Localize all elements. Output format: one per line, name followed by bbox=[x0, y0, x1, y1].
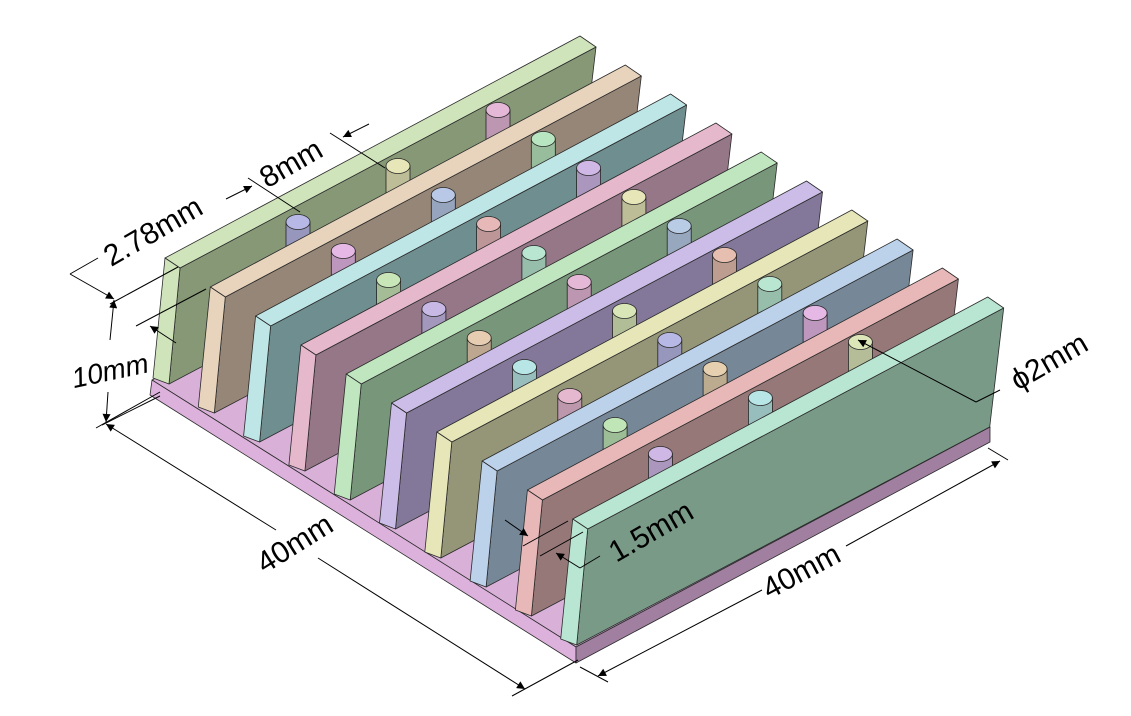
dimension-10mm: 10mm bbox=[69, 299, 161, 426]
pin-top bbox=[521, 245, 547, 261]
pin-top bbox=[421, 301, 447, 317]
pin-top bbox=[485, 102, 511, 118]
pin-top bbox=[612, 303, 637, 319]
pin-top bbox=[666, 218, 692, 234]
pin-top bbox=[602, 417, 628, 433]
fin-end-face bbox=[243, 315, 272, 443]
fin-end-face bbox=[515, 489, 543, 617]
pin-top bbox=[657, 332, 683, 348]
pin-top bbox=[648, 446, 673, 462]
fin-end-face bbox=[288, 344, 317, 472]
pin-top bbox=[621, 189, 647, 205]
pin-top bbox=[802, 305, 828, 321]
pin-top bbox=[466, 330, 492, 346]
heatsink-model bbox=[149, 35, 1005, 664]
pin-top bbox=[430, 187, 456, 203]
fin-end-face bbox=[333, 373, 362, 501]
pin-top bbox=[285, 214, 311, 230]
fin-end-face bbox=[560, 518, 589, 646]
fin-end-face bbox=[379, 402, 407, 530]
pin-top bbox=[576, 160, 601, 176]
dimension-label-fin-height: 10mm bbox=[69, 347, 152, 393]
pin-top bbox=[530, 131, 556, 147]
dimension-label-pin-diameter: ϕ2mm bbox=[1005, 327, 1094, 397]
fin-end-face bbox=[197, 286, 226, 414]
pin-top bbox=[557, 388, 583, 404]
pin-top bbox=[712, 247, 737, 263]
pin-top bbox=[702, 361, 728, 377]
pin-top bbox=[385, 158, 411, 174]
dimension-label-base-length-left: 40mm bbox=[251, 508, 339, 580]
fin-end-face bbox=[424, 431, 453, 559]
pin-top bbox=[757, 276, 783, 292]
pin-top bbox=[376, 272, 402, 288]
pin-top bbox=[848, 334, 873, 350]
fin-end-face bbox=[152, 257, 181, 385]
pin-top bbox=[512, 359, 537, 375]
pin-top bbox=[748, 390, 773, 406]
fin-end-face bbox=[469, 460, 498, 588]
pin-top bbox=[566, 274, 592, 290]
pin-top bbox=[330, 243, 356, 259]
pin-top bbox=[476, 216, 502, 232]
base-side-face bbox=[575, 426, 991, 664]
